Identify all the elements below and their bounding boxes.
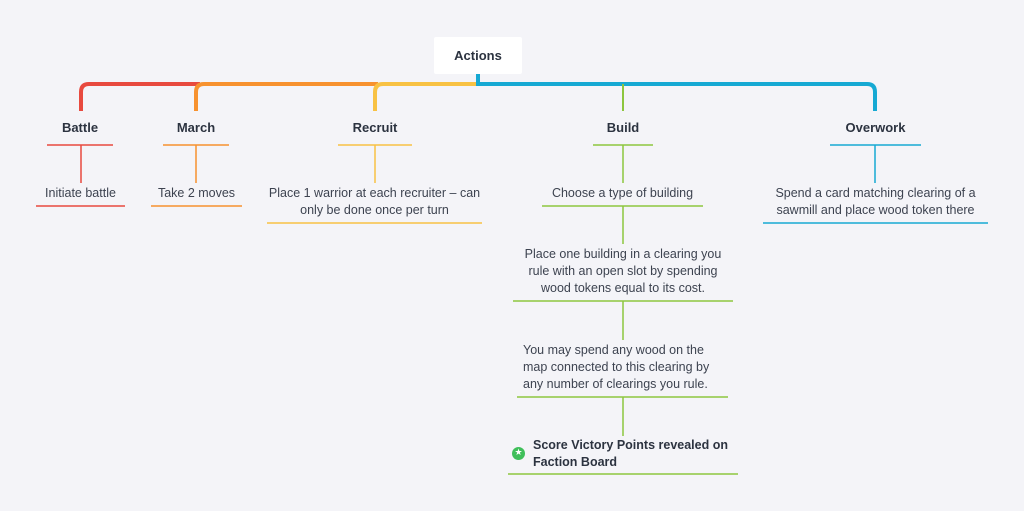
node-spend-card[interactable]: Spend a card matching clearing of a sawm… <box>775 186 976 217</box>
connector-march <box>194 82 378 111</box>
topic-recruit[interactable]: Recruit <box>352 120 398 135</box>
node-initiate-battle[interactable]: Initiate battle <box>45 186 116 200</box>
node-place-building[interactable]: Place one building in a clearing you rul… <box>524 247 722 295</box>
node-choose-building[interactable]: Choose a type of building <box>551 186 694 200</box>
topic-overwork[interactable]: Overwork <box>845 120 906 135</box>
star-icon: ★ <box>512 447 525 460</box>
connector-battle <box>79 82 200 111</box>
topic-march[interactable]: March <box>176 120 216 135</box>
root-node-actions[interactable]: Actions <box>434 37 522 74</box>
node-score-victory-points[interactable]: Score Victory Points revealed on Faction… <box>533 438 728 469</box>
connector-recruit <box>373 82 478 111</box>
node-place-warrior[interactable]: Place 1 warrior at each recruiter – can … <box>268 186 481 217</box>
topic-build[interactable]: Build <box>606 120 640 135</box>
connector-main-blue <box>476 82 877 111</box>
node-take-2-moves[interactable]: Take 2 moves <box>157 186 236 200</box>
topic-battle[interactable]: Battle <box>61 120 99 135</box>
node-spend-wood[interactable]: You may spend any wood on the map connec… <box>523 343 710 391</box>
